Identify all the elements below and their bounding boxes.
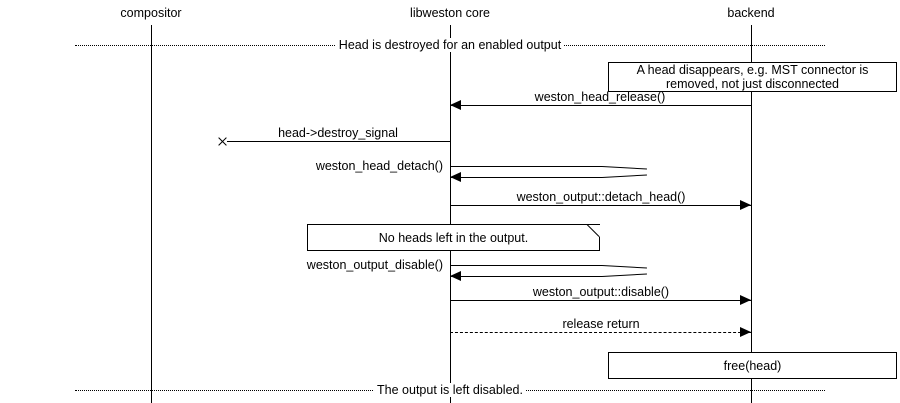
lifeline-backend — [751, 25, 752, 403]
self-loop-taper-top — [601, 166, 647, 170]
note-free-head-text: free(head) — [723, 358, 782, 373]
participant-label-compositor: compositor — [120, 6, 182, 20]
divider-label-top: Head is destroyed for an enabled output — [335, 38, 565, 52]
note-head-disappears: A head disappears, e.g. MST connector is… — [608, 62, 897, 92]
lifeline-libweston-core — [450, 25, 451, 403]
arrowhead-weston-output-disable — [740, 295, 751, 305]
message-label-weston-output-disable: weston_output::disable() — [532, 285, 670, 299]
arrowhead-weston-output-detach-head — [740, 200, 751, 210]
self-loop-top-edge — [450, 166, 602, 167]
divider-label-bottom: The output is left disabled. — [374, 383, 526, 397]
message-label-weston-head-release: weston_head_release() — [534, 90, 666, 104]
self-loop-taper-bottom — [601, 174, 647, 178]
message-line-release-return — [450, 332, 751, 333]
message-label-weston-output-disable-call: weston_output_disable() — [306, 258, 443, 272]
arrowhead-weston-head-release — [450, 100, 461, 110]
self-loop-bottom-edge — [450, 276, 602, 277]
message-line-weston-output-disable — [450, 300, 751, 301]
self-loop-top-edge — [450, 265, 602, 266]
self-loop-taper-bottom — [601, 273, 647, 277]
arrowhead-release-return — [740, 327, 751, 337]
note-no-heads-left: No heads left in the output. — [307, 224, 600, 251]
message-label-weston-head-detach: weston_head_detach() — [315, 159, 443, 173]
note-head-disappears-line2: removed, not just disconnected — [665, 77, 839, 91]
message-line-weston-head-release — [450, 105, 751, 106]
note-fold-corner-icon — [588, 225, 600, 237]
participant-label-backend: backend — [727, 6, 775, 20]
message-line-weston-output-detach-head — [450, 205, 751, 206]
note-head-disappears-line1: A head disappears, e.g. MST connector is — [636, 63, 869, 77]
arrowhead-weston-output-disable-call — [450, 271, 461, 281]
message-label-release-return: release return — [562, 317, 640, 331]
note-no-heads-left-text: No heads left in the output. — [378, 230, 529, 245]
message-label-head-destroy-signal: head->destroy_signal — [278, 126, 398, 140]
self-loop-bottom-edge — [450, 177, 602, 178]
participant-label-libweston-core: libweston core — [410, 6, 490, 20]
self-loop-taper-top — [601, 265, 647, 269]
arrowhead-weston-head-detach — [450, 172, 461, 182]
note-free-head: free(head) — [608, 352, 897, 379]
lost-message-x-icon — [217, 136, 228, 147]
message-line-head-destroy-signal — [227, 141, 450, 142]
lifeline-compositor — [151, 25, 152, 403]
message-label-weston-output-detach-head: weston_output::detach_head() — [516, 190, 686, 204]
